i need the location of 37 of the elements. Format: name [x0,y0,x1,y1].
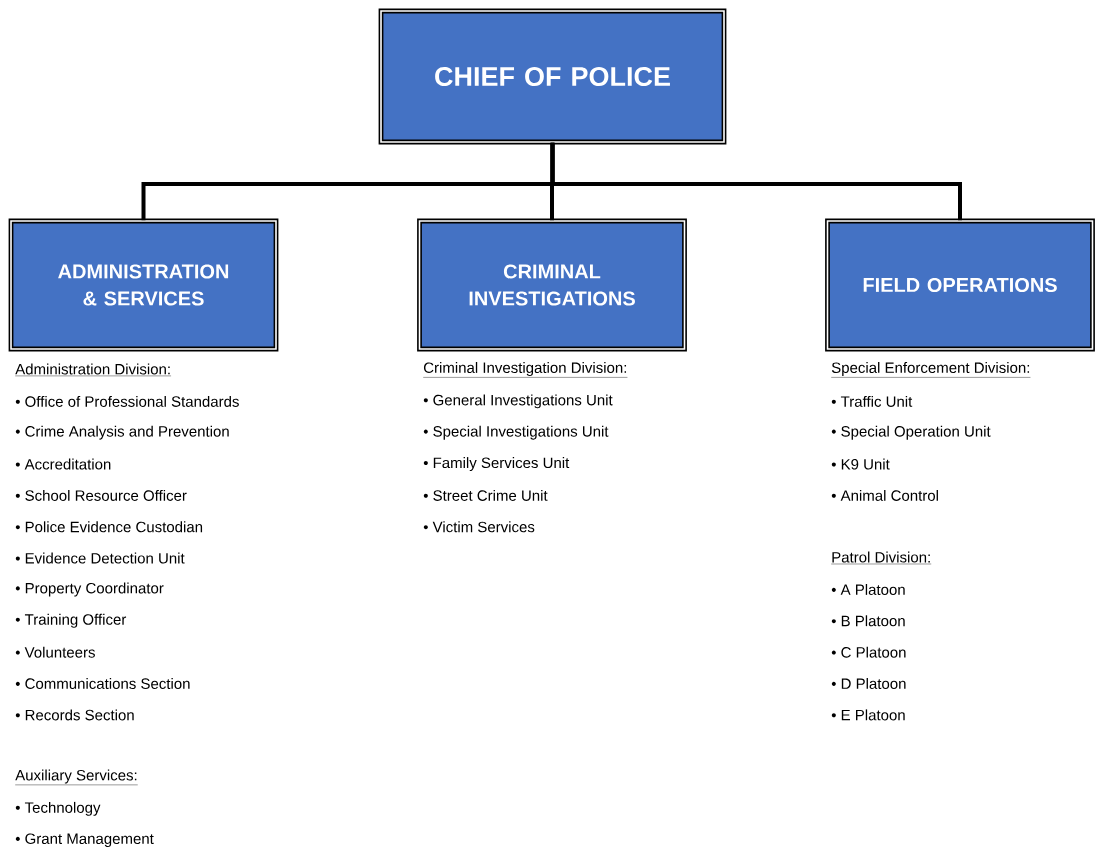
list-item: • Street Crime Unit [423,489,548,501]
title-box: CRIMINAL INVESTIGATIONS [417,218,687,352]
list-item: • A Platoon [831,584,905,595]
list-item: • Police Evidence Custodian [15,521,203,533]
list-item: • Records Section [15,709,134,721]
list-item: • Grant Management [15,833,154,847]
list-item: • Evidence Detection Unit [15,552,185,564]
list-item: • Crime Analysis and Prevention [15,425,229,440]
list-item: • Office of Professional Standards [15,395,239,407]
list-heading: Criminal Investigation Division: [423,362,628,378]
list-item: • C Platoon [831,646,906,658]
title-box: FIELD OPERATIONS [825,218,1095,352]
list-item: • Animal Control [831,489,938,501]
list-item: • Victim Services [423,521,535,533]
list-item: • D Platoon [831,678,906,689]
list-item: • B Platoon [831,615,905,627]
list-item: • School Resource Officer [15,489,187,501]
list-heading: Administration Division: [15,363,172,377]
list-heading: Patrol Division: [831,551,932,565]
list-heading: Auxiliary Services: [15,769,138,786]
list-item: • Family Services Unit [423,457,570,472]
list-item: • Accreditation [15,458,111,470]
list-item: • Special Operation Unit [831,425,991,440]
list-item: • General Investigations Unit [423,394,613,409]
connector-line [550,142,962,221]
title-box: CHIEF OF POLICE [378,8,727,145]
list-item: • Technology [15,801,101,816]
list-item: • Training Officer [15,613,127,628]
list-item: • Communications Section [15,678,190,689]
list-item: • Volunteers [15,646,95,658]
list-item: • Property Coordinator [15,582,164,597]
list-heading: Special Enforcement Division: [831,362,1031,378]
title-box: ADMINISTRATION & SERVICES [8,218,279,352]
list-item: • Traffic Unit [831,395,913,407]
list-item: • E Platoon [831,709,905,721]
list-item: • K9 Unit [831,458,890,470]
list-item: • Special Investigations Unit [423,425,609,440]
